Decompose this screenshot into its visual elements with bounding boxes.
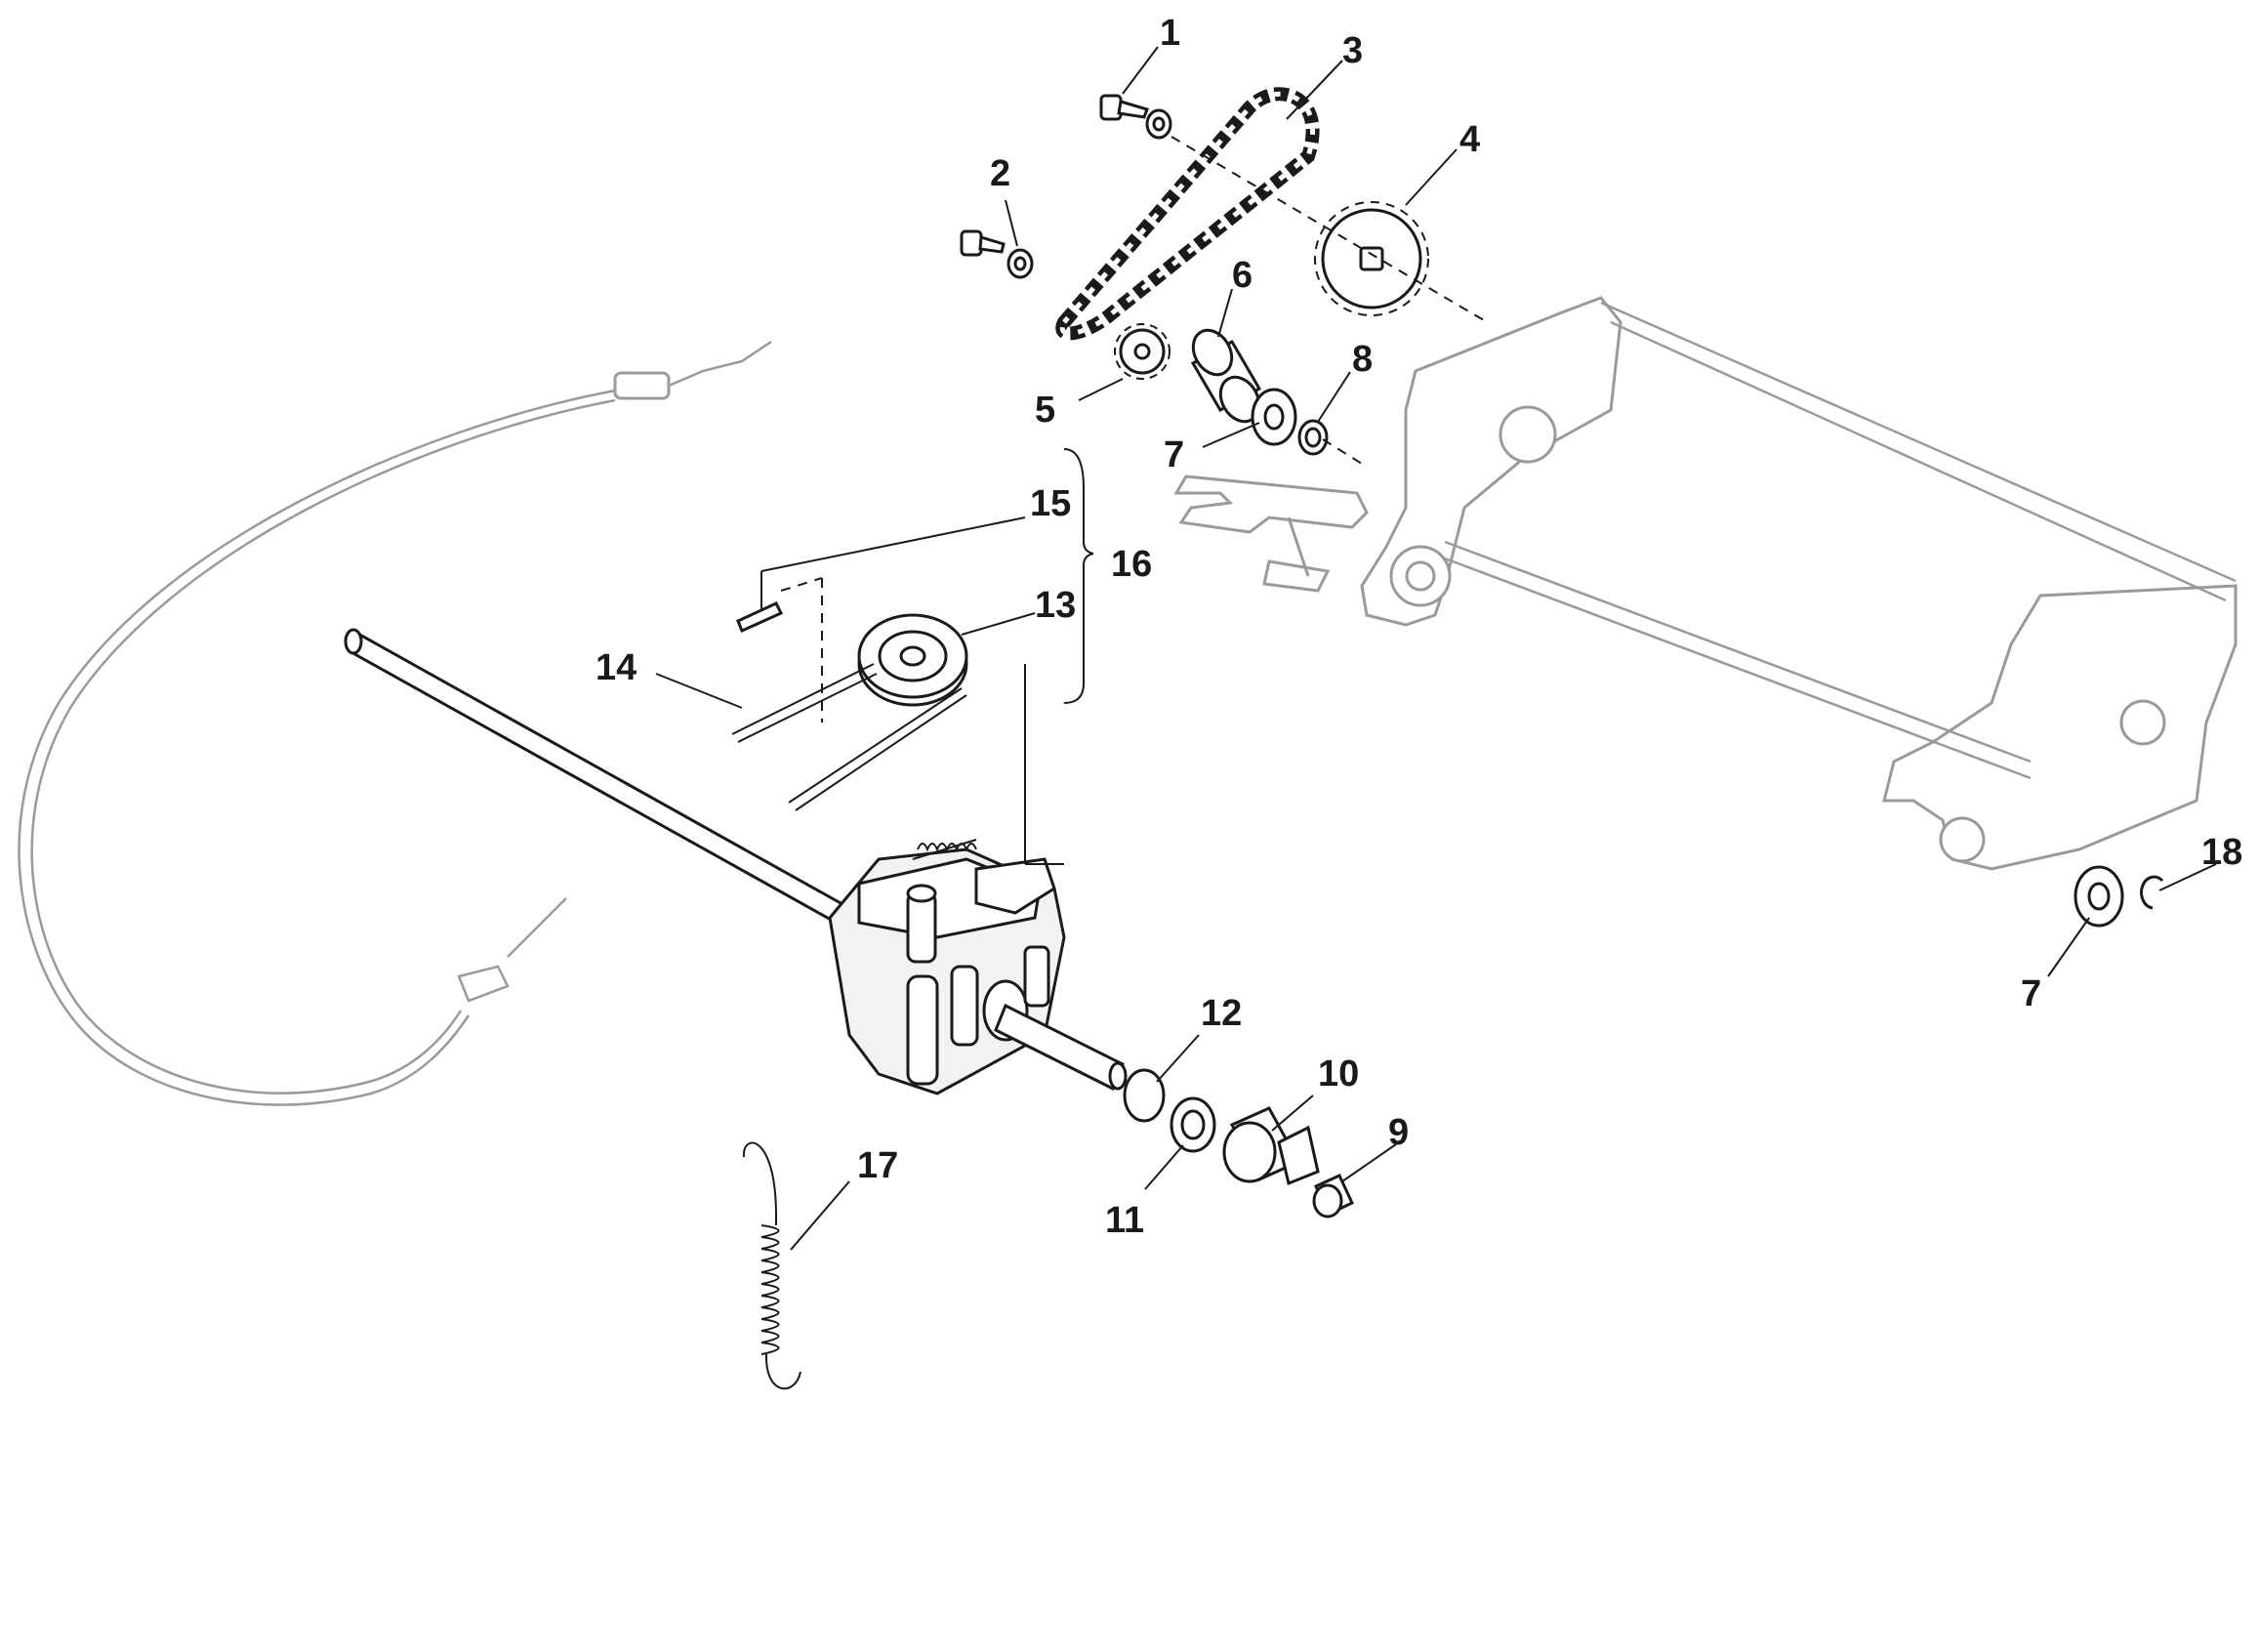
callout-6: 6 bbox=[1232, 255, 1253, 296]
circlip-8 bbox=[1297, 419, 1329, 456]
hub-10 bbox=[1222, 1106, 1320, 1186]
callout-16: 16 bbox=[1111, 544, 1152, 585]
bush bbox=[1190, 328, 1262, 424]
callout-14: 14 bbox=[596, 647, 637, 688]
callout-8: 8 bbox=[1352, 339, 1373, 380]
mower-frame-ghost bbox=[1173, 296, 2238, 871]
callout-5: 5 bbox=[1035, 390, 1055, 431]
callout-labels: 1 2 3 4 5 6 7 8 15 16 13 14 12 10 9 11 1… bbox=[596, 13, 2242, 1241]
callout-17: 17 bbox=[857, 1145, 898, 1186]
screw-2 bbox=[960, 229, 1034, 279]
drive-chain bbox=[1055, 87, 1320, 341]
callout-3: 3 bbox=[1342, 30, 1363, 71]
washer-7-upper bbox=[1251, 388, 1297, 446]
circlip-12 bbox=[1123, 1068, 1166, 1123]
washer-7-lower bbox=[2074, 865, 2124, 928]
callout-11: 11 bbox=[1105, 1200, 1144, 1241]
screw-1 bbox=[1099, 94, 1172, 140]
tension-spring bbox=[742, 1141, 801, 1390]
group-bracket bbox=[1063, 448, 1094, 704]
callout-12: 12 bbox=[1201, 993, 1242, 1034]
control-cable-ghost bbox=[18, 340, 772, 1106]
roll-pin bbox=[736, 601, 784, 634]
assembly-axis-lines bbox=[780, 136, 1485, 723]
callout-7a: 7 bbox=[1164, 434, 1184, 475]
bush-9 bbox=[1312, 1174, 1354, 1218]
callout-15: 15 bbox=[1030, 483, 1071, 524]
callout-18: 18 bbox=[2201, 832, 2242, 873]
gearbox bbox=[828, 839, 1066, 1095]
bearing-11 bbox=[1170, 1096, 1216, 1153]
callout-1: 1 bbox=[1160, 13, 1180, 54]
e-clip-18 bbox=[2140, 875, 2164, 910]
small-sprocket bbox=[1114, 323, 1171, 380]
callout-10: 10 bbox=[1318, 1053, 1359, 1094]
large-sprocket bbox=[1314, 201, 1429, 316]
pulley bbox=[857, 613, 968, 707]
callout-2: 2 bbox=[990, 153, 1010, 194]
callout-4: 4 bbox=[1459, 119, 1480, 160]
callout-13: 13 bbox=[1035, 585, 1076, 626]
drive-belt bbox=[731, 663, 967, 811]
callout-7c: 7 bbox=[2021, 973, 2041, 1014]
output-shaft bbox=[994, 1003, 1128, 1092]
leader-lines bbox=[655, 46, 2217, 1251]
callout-9: 9 bbox=[1388, 1112, 1409, 1153]
